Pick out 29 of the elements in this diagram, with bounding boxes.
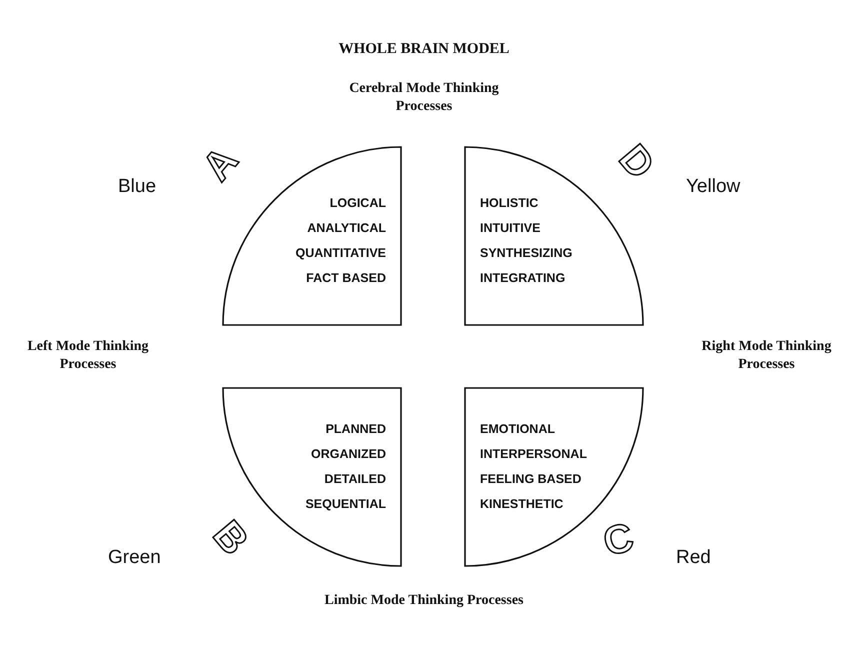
quadrant-text: INTUITIVE xyxy=(480,221,540,236)
quadrant-text: INTEGRATING xyxy=(480,271,566,286)
quadrant-text: ORGANIZED xyxy=(311,447,386,462)
mode-label: Limbic Mode Thinking Processes xyxy=(324,592,524,610)
color-label: Red xyxy=(676,547,711,569)
mode-label: Right Mode Thinking Processes xyxy=(700,338,832,374)
quadrant-text: PLANNED xyxy=(326,422,386,437)
quadrant-letter: B xyxy=(206,514,256,562)
quadrant-text: FACT BASED xyxy=(306,271,386,286)
mode-label: Left Mode Thinking Processes xyxy=(26,338,150,374)
quadrant-text: QUANTITATIVE xyxy=(295,246,386,261)
quadrant-text: ANALYTICAL xyxy=(307,221,386,236)
quadrant-text: INTERPERSONAL xyxy=(480,447,587,462)
quadrant-letter: A xyxy=(196,140,246,188)
quadrant-text: EMOTIONAL xyxy=(480,422,555,437)
color-label: Green xyxy=(108,547,161,569)
quadrant-text: KINESTHETIC xyxy=(480,497,564,512)
quadrant-letter: D xyxy=(612,138,662,186)
quadrant-text: FEELING BASED xyxy=(480,472,582,487)
quadrant-text: LOGICAL xyxy=(330,196,386,211)
color-label: Blue xyxy=(118,176,156,198)
diagram-title: WHOLE BRAIN MODEL xyxy=(338,40,510,58)
quadrant-text: SYNTHESIZING xyxy=(480,246,572,261)
color-label: Yellow xyxy=(686,176,740,198)
mode-label: Cerebral Mode Thinking Processes xyxy=(348,80,500,116)
quadrant-text: DETAILED xyxy=(324,472,386,487)
quadrant-text: HOLISTIC xyxy=(480,196,538,211)
quadrant-text: SEQUENTIAL xyxy=(305,497,386,512)
quadrant-letter: C xyxy=(599,516,638,564)
